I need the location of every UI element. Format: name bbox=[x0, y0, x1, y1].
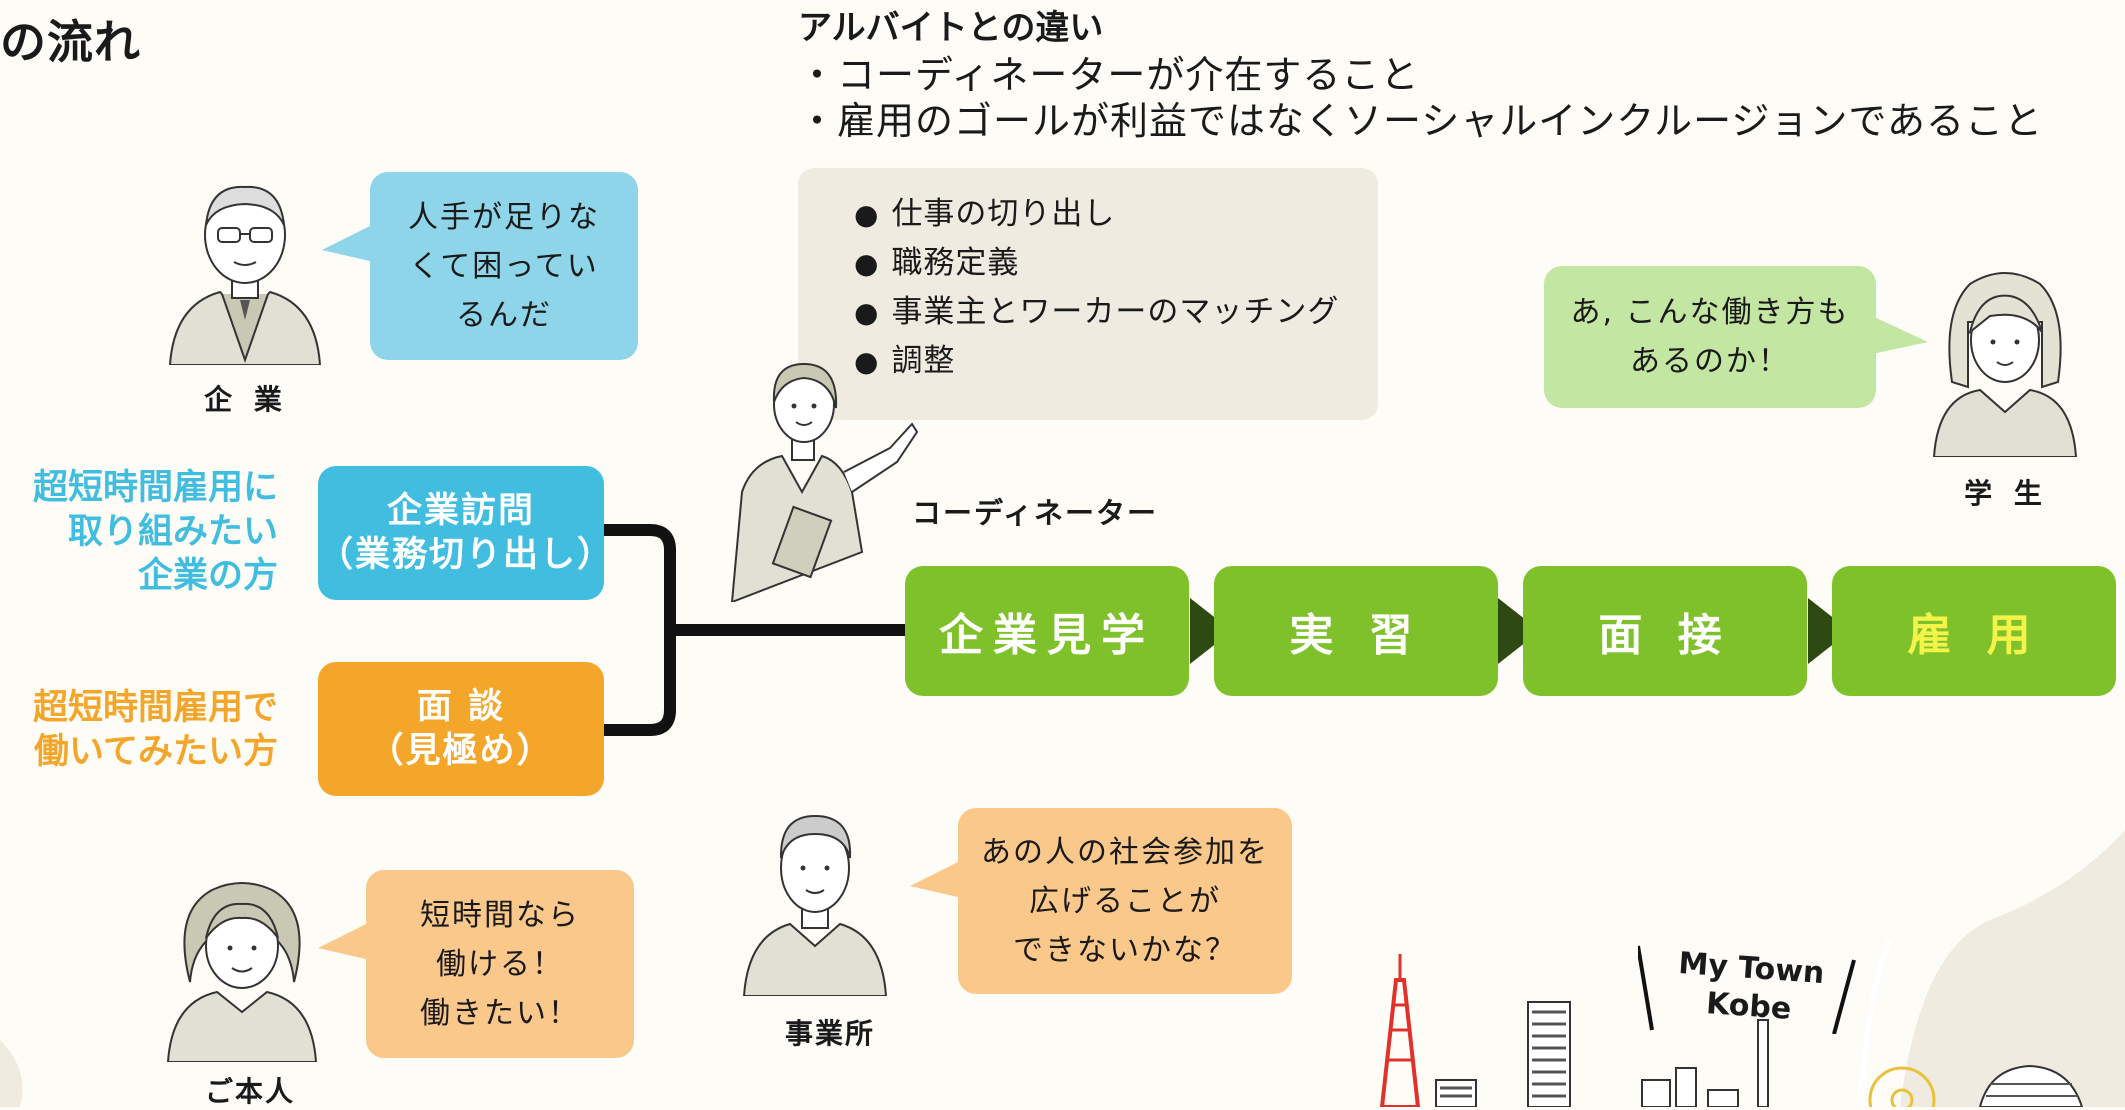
route-connector bbox=[604, 524, 908, 736]
coordinator-task: 職務定義 bbox=[854, 239, 1378, 288]
student-speech-bubble: あ, こんな働き方も あるのか！ bbox=[1544, 266, 1928, 408]
office-label: 事業所 bbox=[784, 1017, 875, 1050]
coordinator-label: コーディネーター bbox=[912, 496, 1158, 530]
individual-illustration bbox=[162, 872, 322, 1062]
step-company-tour[interactable]: 企業見学 bbox=[905, 566, 1189, 696]
my-town-kobe-logo: My Town Kobe bbox=[1677, 945, 1826, 1027]
student-illustration bbox=[1930, 262, 2080, 457]
coordinator-task: 調整 bbox=[854, 337, 1378, 386]
company-target-text: 超短時間雇用に 取り組みたい 企業の方 bbox=[32, 468, 278, 596]
coordinator-tasks-box: 仕事の切り出し 職務定義 事業主とワーカーのマッチング 調整 bbox=[798, 168, 1378, 420]
interview-step[interactable]: 面 談 （見極め） bbox=[318, 662, 604, 796]
company-visit-step[interactable]: 企業訪問 （業務切り出し） bbox=[318, 466, 612, 600]
coordinator-task: 仕事の切り出し bbox=[854, 190, 1378, 239]
kobe-skyline-illustration bbox=[1379, 954, 2084, 1107]
company-person-illustration bbox=[160, 170, 330, 365]
student-label: 学 生 bbox=[1964, 477, 2048, 510]
company-speech-bubble: 人手が足りな くて困ってい るんだ bbox=[322, 172, 638, 360]
office-speech-bubble: あの人の社会参加を 広げることが できないかな？ bbox=[910, 808, 1292, 994]
background-shape bbox=[0, 1040, 23, 1107]
difference-point-1: ・コーディネーターが介在すること bbox=[798, 53, 1420, 97]
background-shape bbox=[1857, 830, 2125, 1107]
coordinator-illustration bbox=[712, 352, 922, 602]
coordinator-task: 事業主とワーカーのマッチング bbox=[854, 288, 1378, 337]
office-person-illustration bbox=[740, 806, 890, 996]
individual-label: ご本人 bbox=[204, 1075, 295, 1108]
difference-point-2: ・雇用のゴールが利益ではなくソーシャルインクルージョンであること bbox=[798, 99, 2043, 143]
logo-frame bbox=[1638, 945, 1856, 1034]
step-internship[interactable]: 実 習 bbox=[1214, 566, 1498, 696]
difference-heading: アルバイトとの違い bbox=[798, 8, 1104, 48]
company-label: 企 業 bbox=[204, 383, 288, 416]
person-target-text: 超短時間雇用で 働いてみたい方 bbox=[32, 688, 278, 772]
step-job-interview[interactable]: 面 接 bbox=[1523, 566, 1807, 696]
page-title: の流れ bbox=[0, 15, 141, 69]
individual-speech-bubble: 短時間なら 働ける！ 働きたい！ bbox=[318, 870, 634, 1058]
step-employment[interactable]: 雇 用 bbox=[1832, 566, 2116, 696]
